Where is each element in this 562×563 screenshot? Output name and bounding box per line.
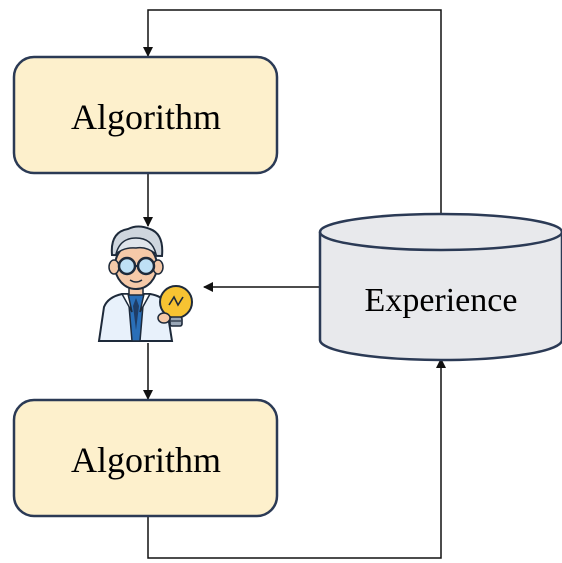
algorithm-box-top: Algorithm xyxy=(12,55,279,175)
algorithm-box-bottom: Algorithm xyxy=(12,398,279,518)
experience-label: Experience xyxy=(365,282,518,319)
algorithm-bottom-label: Algorithm xyxy=(71,440,221,480)
feedback-connector-top xyxy=(143,9,442,216)
feedback-connector-bottom xyxy=(147,358,446,559)
algorithm-top-label: Algorithm xyxy=(71,97,221,137)
scientist-with-lightbulb-icon xyxy=(97,225,193,342)
experience-cylinder: Experience xyxy=(318,212,562,362)
